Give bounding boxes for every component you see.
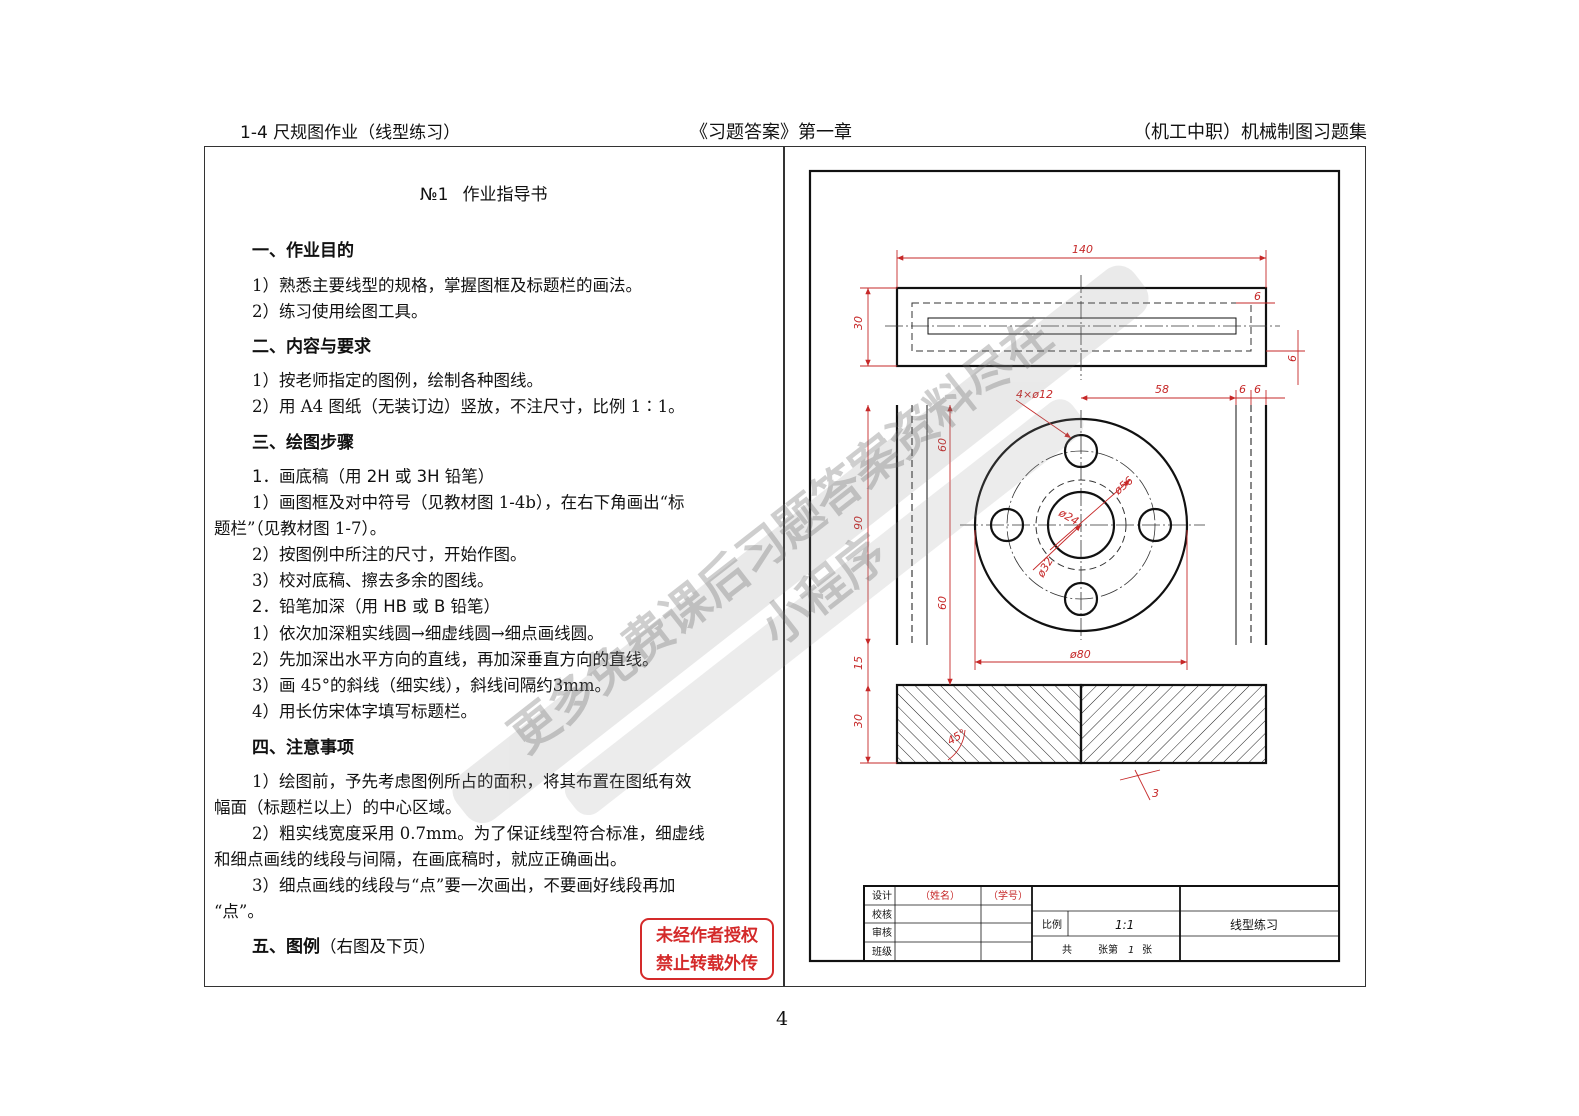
tb-scale: 1:1 <box>1115 918 1134 932</box>
text-line: 2）练习使用绘图工具。 <box>252 302 428 321</box>
dim-60: 60 <box>936 438 949 452</box>
sub-heading: 1．画底稿（用 2H 或 3H 铅笔） <box>252 467 495 486</box>
text-line: 幅面（标题栏以上）的中心区域。 <box>214 798 462 817</box>
tb-name: （姓名） <box>920 889 960 902</box>
section-heading-5-note: （右图及下页） <box>320 937 436 956</box>
dim-3: 3 <box>1152 787 1159 800</box>
section-heading-4: 四、注意事项 <box>252 738 354 758</box>
section-heading-5: 五、图例（右图及下页） <box>252 932 436 957</box>
stamp-line-2: 禁止转载外传 <box>656 954 758 974</box>
text-line: 3）画 45°的斜线（细实线），斜线间隔约3mm。 <box>252 676 612 695</box>
text-line: 1）按老师指定的图例，绘制各种图线。 <box>252 371 543 390</box>
dim-6: 6 <box>1239 383 1246 396</box>
text-line: 1）依次加深粗实线圆→细虚线圆→细点画线圆。 <box>252 624 604 643</box>
text-line: 2）按图例中所注的尺寸，开始作图。 <box>252 545 527 564</box>
tb-total: 共 <box>1062 944 1072 956</box>
text-line: 1）熟悉主要线型的规格，掌握图框及标题栏的画法。 <box>252 276 642 295</box>
title-block: 设计 （姓名） （学号） 校核 审核 班级 比例 1:1 线型练习 共 张第 1… <box>863 885 1340 962</box>
text-line: 3）细点画线的线段与“点”要一次画出，不要画好线段再加 <box>252 876 676 895</box>
header-book-title: （机工中职）机械制图习题集 <box>1133 122 1367 143</box>
dim-6: 6 <box>1254 383 1261 396</box>
tb-sheet-count: 1 <box>1128 945 1134 956</box>
tb-check-label: 校核 <box>872 908 892 921</box>
dim-30: 30 <box>852 316 865 330</box>
tb-review-label: 审核 <box>872 926 892 939</box>
text-line: 1）绘图前，予先考虑图例所占的面积，将其布置在图纸有效 <box>252 772 692 791</box>
top-plate <box>885 275 1280 380</box>
dim-6: 6 <box>1286 355 1299 362</box>
dim-58: 58 <box>1155 383 1169 396</box>
text-line: 2）粗实线宽度采用 0.7mm。为了保证线型符合标准，细虚线 <box>252 824 705 843</box>
dimension-lines <box>860 250 1305 801</box>
tb-sheet: 张第 <box>1098 943 1118 956</box>
sheet-title-no: №1 <box>420 185 449 205</box>
tb-drawing-name: 线型练习 <box>1230 917 1278 932</box>
text-line: 1）画图框及对中符号（见教材图 1-4b），在右下角画出“标 <box>252 493 685 512</box>
page-number: 4 <box>776 1008 789 1030</box>
dim-140: 140 <box>1072 243 1093 256</box>
tb-class-label: 班级 <box>872 946 892 958</box>
tb-student-id: （学号） <box>988 889 1028 902</box>
section-heading-5-text: 五、图例 <box>252 937 320 957</box>
text-line: “点”。 <box>214 902 264 921</box>
sub-heading: 2．铅笔加深（用 HB 或 B 铅笔） <box>252 597 501 616</box>
text-line: 3）校对底稿、擦去多余的图线。 <box>252 571 494 590</box>
sheet-title-text: 作业指导书 <box>462 185 548 205</box>
left-line-group <box>895 405 928 645</box>
flange-view <box>960 410 1205 640</box>
dim-30: 30 <box>852 714 865 728</box>
stamp-line-1: 未经作者授权 <box>656 926 758 946</box>
dim-15: 15 <box>852 656 865 670</box>
text-line: 题栏”（见教材图 1-7）。 <box>214 519 387 538</box>
tb-design-label: 设计 <box>872 889 892 902</box>
text-line: 和细点画线的线段与间隔，在画底稿时，就应正确画出。 <box>214 850 627 869</box>
section-heading-3: 三、绘图步骤 <box>252 433 354 453</box>
text-line: 2）先加深出水平方向的直线，再加深垂直方向的直线。 <box>252 650 659 669</box>
dim-56: ø56 <box>1111 474 1136 498</box>
dim-32: ø32 <box>1034 555 1056 580</box>
right-line-group <box>1235 405 1268 645</box>
center-divider <box>783 146 785 987</box>
text-line: 2）用 A4 图纸（无装订边）竖放，不注尺寸，比例 1∶1。 <box>252 397 685 416</box>
header-chapter: 《习题答案》第一章 <box>690 122 852 143</box>
page-frame <box>204 146 1366 987</box>
dim-90: 90 <box>852 516 865 530</box>
tb-sheet-unit: 张 <box>1142 944 1152 956</box>
dim-60: 60 <box>936 596 949 610</box>
header-section-title: 1-4 尺规图作业（线型练习） <box>240 123 461 143</box>
tb-scale-label: 比例 <box>1042 918 1062 931</box>
technical-drawing: 140 6 30 6 4×ø12 58 6 6 ø56 ø24 ø32 60 9… <box>808 169 1341 963</box>
copyright-stamp: 未经作者授权 禁止转载外传 <box>640 918 774 980</box>
dim-6: 6 <box>1254 290 1261 303</box>
sheet-title: №1 作业指导书 <box>420 180 562 205</box>
dim-4x12: 4×ø12 <box>1016 388 1053 401</box>
section-heading-1: 一、作业目的 <box>252 241 354 261</box>
section-view <box>895 683 1268 765</box>
text-line: 4）用长仿宋体字填写标题栏。 <box>252 702 477 721</box>
section-heading-2: 二、内容与要求 <box>252 337 371 357</box>
dim-80: ø80 <box>1069 648 1091 661</box>
